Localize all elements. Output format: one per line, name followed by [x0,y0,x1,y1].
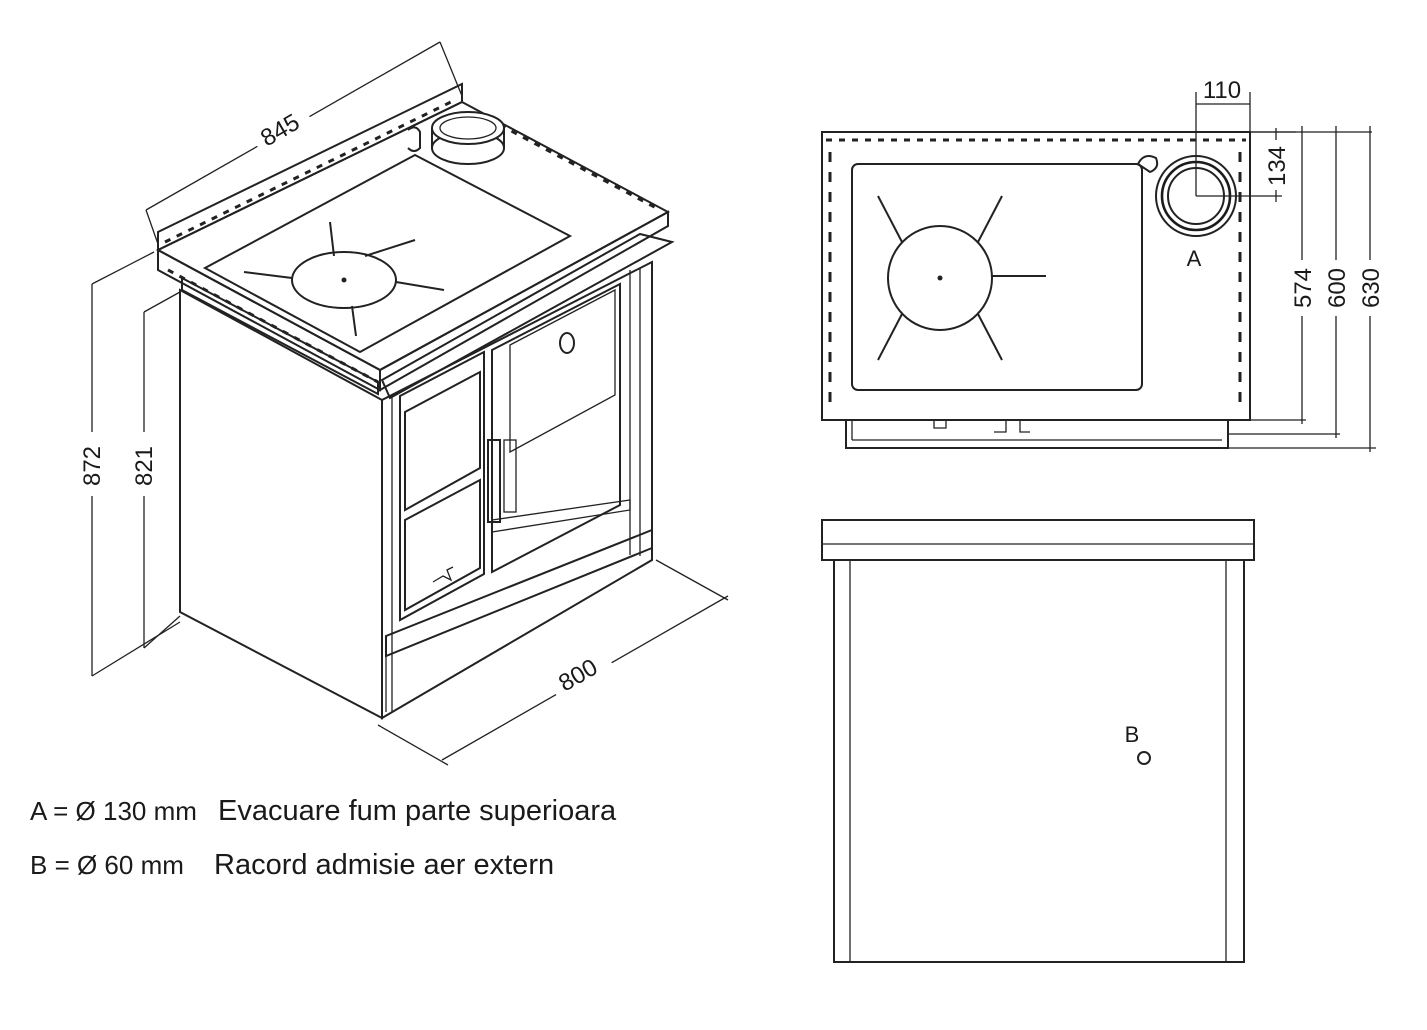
dim-574-label: 574 [1290,268,1317,308]
top-view-outline [821,131,1251,421]
cooking-ring [291,251,397,309]
door-handle [487,439,501,523]
dim-110-label: 110 [1203,77,1241,104]
rear-top-plate [821,519,1255,561]
dim-800-ext-left [377,724,449,766]
oven-drawer-panel [404,478,481,612]
rear-view: B [821,519,1255,963]
legend-a-description: Evacuare fum parte superioara [218,795,617,827]
dim-134-label: 134 [1264,146,1291,186]
cooktop-plate [155,100,671,372]
dim-630-label: 630 [1358,268,1385,308]
hob-plate-top [851,163,1143,391]
oven-door-left [399,350,485,622]
top-view: A 110 134 574 600 630 [821,77,1385,452]
legend-a-key: A = Ø 130 mm [30,796,197,826]
damper-handle-icon [407,126,421,152]
dim-821-label: 821 [131,446,158,486]
dim-600-label: 600 [1324,268,1351,308]
flue-collar-iso [431,111,505,165]
firebox-door [491,282,621,574]
damper-knob-icon [1136,155,1159,174]
legend-b-key: B = Ø 60 mm [30,850,184,880]
front-rail [380,232,675,400]
cooking-ring-top [887,225,993,331]
marker-b-label: B [1125,722,1140,747]
air-inlet-b [1137,751,1151,765]
isometric-view: 845 800 872 821 [76,41,729,766]
plinth-top [385,528,653,658]
legend-b-description: Racord admisie aer extern [214,849,554,881]
back-splash [157,82,463,252]
marker-a-label: A [1187,246,1202,271]
door-latch-icon [432,566,454,583]
legend: A = Ø 130 mm Evacuare fum parte superioa… [30,795,617,881]
dim-872-label: 872 [79,446,106,486]
firebox-door-window [509,288,616,454]
hob-plate [202,153,573,354]
oven-door-window [404,370,481,512]
rear-body [833,559,1245,963]
stove-front-face [381,260,653,720]
air-knob-icon [559,332,575,354]
